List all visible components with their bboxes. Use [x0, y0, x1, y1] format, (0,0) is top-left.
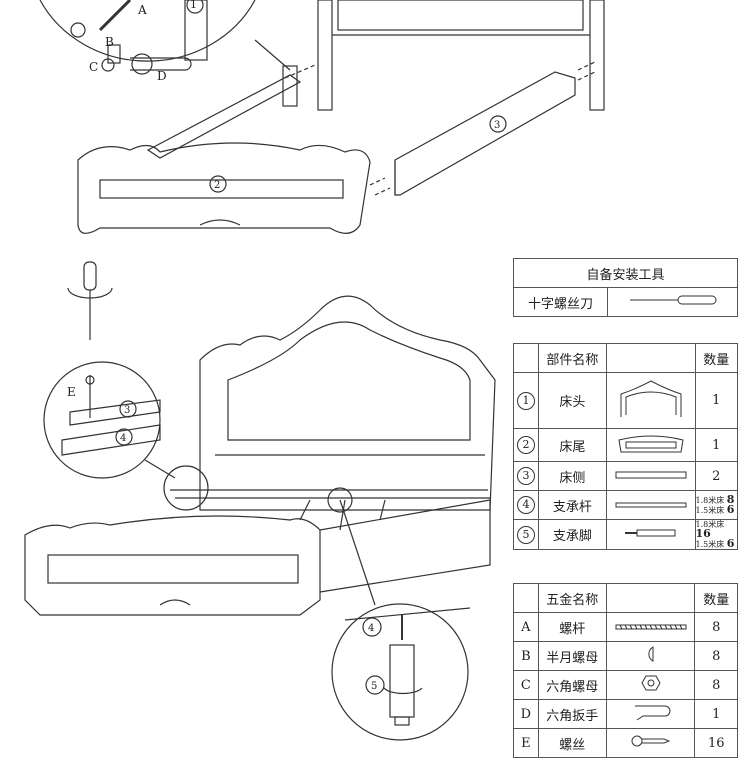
hardware-header-qty: 数量 [694, 583, 738, 613]
part-name: 床尾 [537, 428, 607, 462]
callout-d: D [157, 69, 167, 83]
hardware-header-name: 五金名称 [537, 583, 607, 613]
detail-magnifier-leg: 4 5 [331, 499, 471, 741]
part-name: 床侧 [537, 461, 607, 491]
qty-15: 6 [726, 503, 735, 516]
callout-a: A [137, 3, 147, 17]
hex-nut-icon [605, 670, 696, 700]
threaded-rod-icon [605, 612, 696, 642]
callout-3-mid: 3 [124, 405, 130, 416]
qty-18: 8 [726, 493, 735, 506]
parts-row: 3 床侧 2 [513, 461, 738, 491]
hardware-name: 螺丝 [537, 728, 607, 758]
hardware-row: D 六角扳手 1 [513, 699, 738, 729]
callout-4-mid: 4 [120, 433, 126, 444]
assembled-bed [24, 295, 496, 616]
hardware-qty: 8 [694, 641, 738, 671]
callout-3-top: 3 [494, 120, 500, 131]
hardware-row: A 螺杆 8 [513, 612, 738, 642]
side-rail-icon [605, 461, 696, 491]
hardware-name: 六角扳手 [537, 699, 607, 729]
headboard-icon [605, 372, 696, 429]
footboard-top: 2 [77, 142, 371, 234]
parts-row: 4 支承杆 1.8米床 8 1.5米床 6 [513, 490, 738, 520]
screwdriver-illustration [67, 261, 113, 340]
part-qty: 1 [694, 372, 738, 429]
parts-row: 2 床尾 1 [513, 428, 738, 462]
screwdriver-icon [607, 287, 738, 317]
parts-row: 5 支承脚 1.8米床 16 1.5米床 6 [513, 519, 738, 550]
hardware-id: D [513, 699, 539, 729]
callout-4-bottom: 4 [368, 623, 374, 634]
hardware-id: A [513, 612, 539, 642]
hardware-name: 螺杆 [537, 612, 607, 642]
hardware-row: C 六角螺母 8 [513, 670, 738, 700]
parts-header-qty: 数量 [694, 343, 738, 373]
parts-table: 部件名称 数量 1 床头 1 2 床尾 1 3 床侧 2 4 支承杆 1.8米床… [513, 343, 738, 550]
support-leg-icon [605, 519, 696, 550]
part-name: 床头 [537, 372, 607, 429]
part-id: 3 [516, 467, 535, 485]
hardware-id: C [513, 670, 539, 700]
qty-label-15: 1.5米床 [695, 540, 725, 549]
hardware-qty: 1 [694, 699, 738, 729]
qty-label-18: 1.8米床 [695, 496, 725, 505]
support-bar-icon [605, 490, 696, 520]
qty-18: 16 [695, 527, 711, 540]
screw-icon [605, 728, 696, 758]
hardware-qty: 16 [694, 728, 738, 758]
hex-wrench-icon [605, 699, 696, 729]
side-rail-parts: 3 [146, 61, 596, 196]
part-name: 支承脚 [537, 519, 607, 550]
hardware-name: 半月螺母 [537, 641, 607, 671]
hardware-table: 五金名称 数量 A 螺杆 8 B 半月螺母 8 C 六角螺母 8 D 六角扳手 … [513, 583, 738, 758]
part-id: 4 [516, 496, 535, 514]
part-id: 5 [516, 525, 535, 544]
tool-name: 十字螺丝刀 [513, 287, 608, 317]
part-qty: 2 [694, 461, 738, 491]
hardware-qty: 8 [694, 612, 738, 642]
half-moon-nut-icon [605, 641, 696, 671]
callout-c: C [89, 60, 98, 74]
hardware-row: E 螺丝 16 [513, 728, 738, 758]
callout-2-top: 2 [214, 180, 220, 191]
footboard-icon [605, 428, 696, 462]
hardware-qty: 8 [694, 670, 738, 700]
hardware-id: B [513, 641, 539, 671]
part-id: 1 [516, 391, 535, 410]
part-qty: 1 [694, 428, 738, 462]
detail-magnifier-rails: E 3 4 [43, 361, 176, 479]
headboard-top-partial [317, 0, 605, 111]
detail-magnifier-top: A B C D 1 [39, 0, 291, 83]
qty-15: 6 [726, 537, 735, 550]
hardware-id: E [513, 728, 539, 758]
tools-table-title: 自备安装工具 [513, 258, 738, 288]
part-name: 支承杆 [537, 490, 607, 520]
hardware-row: B 半月螺母 8 [513, 641, 738, 671]
qty-label-18: 1.8米床 [695, 520, 725, 529]
parts-row: 1 床头 1 [513, 372, 738, 429]
parts-header-name: 部件名称 [537, 343, 607, 373]
qty-label-15: 1.5米床 [695, 506, 725, 515]
tools-table: 自备安装工具 十字螺丝刀 [513, 258, 738, 317]
callout-b: B [105, 35, 114, 49]
callout-e: E [67, 385, 76, 399]
part-id: 2 [516, 436, 535, 454]
callout-5-bottom: 5 [371, 681, 377, 692]
hardware-name: 六角螺母 [537, 670, 607, 700]
callout-1-top: 1 [190, 0, 197, 11]
